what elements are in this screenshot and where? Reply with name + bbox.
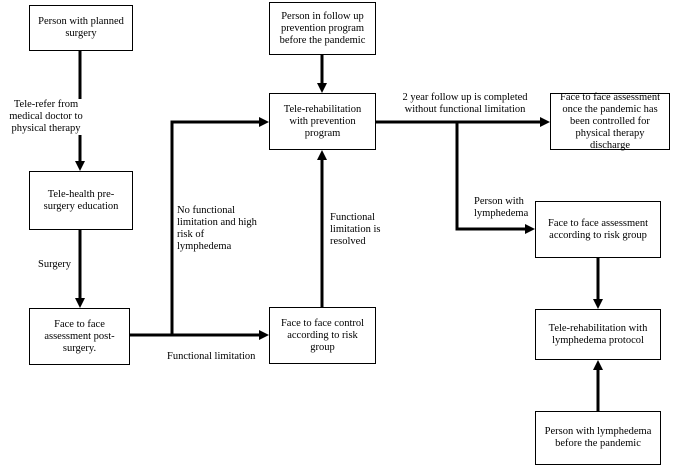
node-f2f-control: Face to face control according to risk g… [269,307,376,364]
arrowhead-split-to-telerehab [259,117,269,127]
arrowhead-followup-to-telerehab [317,83,327,93]
label-tele-refer: Tele-refer from medical doctor to physic… [0,99,92,135]
label-followup-completed: 2 year follow up is completed without fu… [402,92,528,115]
node-f2f-risk-group: Face to face assessment according to ris… [535,201,661,258]
arrowhead-riskgroup-to-lymph [593,299,603,309]
label-person-lymphedema: Person with lymphedema [474,196,529,219]
node-planned-surgery: Person with planned surgery [29,5,133,51]
arrowhead-planned-to-education [75,161,85,171]
node-telerehab-prevention: Tele-rehabilitation with prevention prog… [269,93,376,150]
node-followup-prevention: Person in follow up prevention program b… [269,2,376,55]
node-telehealth-education: Tele-health pre-surgery education [29,171,133,230]
arrowhead-split-to-control [259,330,269,340]
arrowhead-education-to-postsurgery [75,298,85,308]
arrowhead-lymphbefore-to-lymph [593,360,603,370]
node-telerehab-lymphedema: Tele-rehabilitation with lymphedema prot… [535,309,661,360]
node-f2f-post-surgery: Face to face assessment post-surgery. [29,308,130,365]
node-f2f-discharge: Face to face assessment once the pandemi… [550,92,670,151]
label-surgery: Surgery [38,259,72,271]
arrow-telerehab-to-riskgroup [455,122,528,231]
label-limitation-resolved: Functional limitation is resolved [330,212,381,247]
label-functional-limitation: Functional limitation [167,351,256,362]
arrowhead-telerehab-to-riskgroup [525,224,535,234]
node-lymphedema-before: Person with lymphedema before the pandem… [535,411,661,465]
arrow-split-to-telerehab [170,120,262,335]
arrowhead-telerehab-to-discharge [540,117,550,127]
arrowhead-control-to-telerehab [317,150,327,160]
label-no-limitation: No functional limitation and high risk o… [177,205,257,252]
